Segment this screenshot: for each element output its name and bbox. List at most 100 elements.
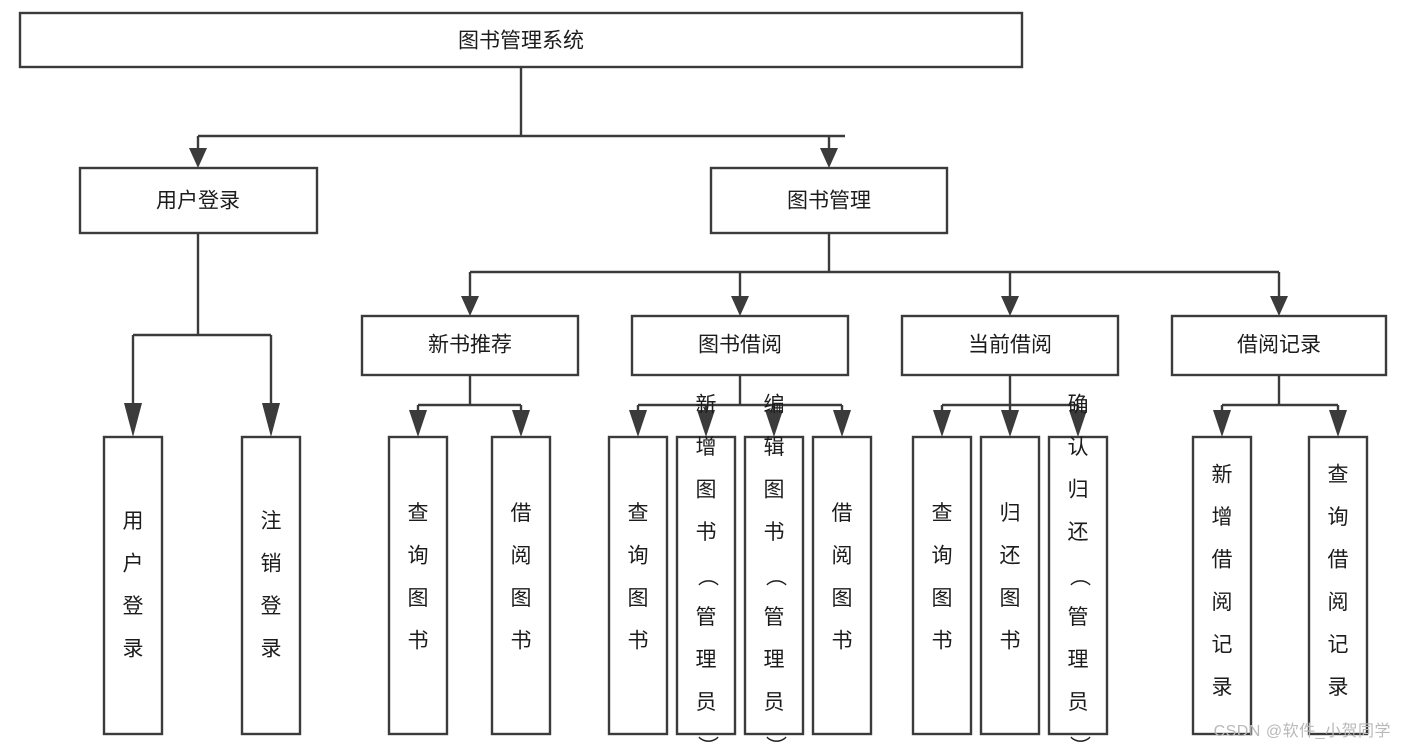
node-leaf-borrow-book-2-box[interactable] (811, 435, 873, 736)
svg-text:图: 图 (511, 587, 532, 610)
svg-text:询: 询 (1328, 506, 1349, 529)
connector-book-management-to-level3 (461, 233, 1288, 316)
node-leaf-query-record-box[interactable] (1307, 435, 1369, 736)
svg-text:录: 录 (1212, 676, 1233, 699)
node-leaf-borrow-book-1-box[interactable] (490, 435, 552, 736)
node-user-login-label: 用户登录 (156, 190, 240, 213)
node-book-borrow-label: 图书借阅 (698, 334, 782, 357)
node-user-login-box[interactable] (78, 166, 319, 235)
svg-text:增: 增 (696, 436, 717, 459)
svg-text:书: 书 (628, 629, 649, 652)
svg-text:确: 确 (1068, 394, 1089, 417)
node-new-book-recommend-box[interactable] (360, 314, 580, 377)
connector-user-login-to-leaves (124, 233, 280, 437)
arrow-to-leaf-borrow-book-2 (833, 410, 851, 437)
connector-root-to-level2 (189, 67, 845, 168)
node-leaf-user-login[interactable]: 用户登录 (102, 435, 164, 736)
svg-text:书: 书 (1000, 629, 1021, 652)
svg-text:管: 管 (696, 606, 717, 629)
svg-text:查: 查 (932, 502, 953, 525)
svg-text:员: 员 (696, 691, 717, 714)
node-user-login[interactable]: 用户登录 (78, 166, 319, 235)
node-current-borrow-box[interactable] (900, 314, 1120, 377)
arrow-to-user-login (189, 148, 207, 168)
arrow-to-borrow-record (1270, 296, 1288, 316)
node-new-book-recommend[interactable]: 新书推荐 (360, 314, 580, 377)
arrow-to-leaf-query-book-3 (933, 410, 951, 437)
svg-text:询: 询 (932, 544, 953, 567)
arrow-to-leaf-borrow-book-1 (512, 410, 530, 437)
svg-text:阅: 阅 (1212, 591, 1233, 614)
arrow-to-leaf-query-book-2 (629, 410, 647, 437)
node-root-box[interactable] (18, 11, 1024, 69)
arrow-to-leaf-confirm-return (1069, 410, 1087, 437)
node-leaf-query-book-2-box[interactable] (607, 435, 669, 736)
node-leaf-add-record-box[interactable] (1191, 435, 1253, 736)
svg-text:书: 书 (764, 521, 785, 544)
svg-text:阅: 阅 (832, 544, 853, 567)
node-borrow-record[interactable]: 借阅记录 (1170, 314, 1388, 377)
node-borrow-record-label: 借阅记录 (1237, 334, 1321, 357)
svg-text:户: 户 (123, 552, 144, 575)
node-leaf-query-book-1-box[interactable] (387, 435, 449, 736)
svg-text:阅: 阅 (511, 544, 532, 567)
svg-text:新: 新 (1212, 463, 1233, 486)
node-leaf-edit-book-box[interactable] (743, 435, 805, 736)
node-borrow-record-box[interactable] (1170, 314, 1388, 377)
svg-text:员: 员 (1068, 691, 1089, 714)
svg-text:销: 销 (261, 552, 282, 575)
arrow-to-leaf-logout-login (262, 403, 280, 437)
svg-text:图: 图 (408, 587, 429, 610)
svg-text:编: 编 (764, 394, 785, 417)
svg-text:查: 查 (1328, 463, 1349, 486)
node-current-borrow-label: 当前借阅 (968, 334, 1052, 357)
svg-text:管: 管 (1068, 606, 1089, 629)
node-book-borrow[interactable]: 图书借阅 (630, 314, 850, 377)
node-root[interactable]: 图书管理系统 (18, 11, 1024, 69)
svg-text:图: 图 (696, 479, 717, 502)
node-leaf-return-book-box[interactable] (979, 435, 1041, 736)
svg-text:增: 增 (1212, 506, 1233, 529)
svg-text:登: 登 (261, 595, 282, 618)
node-leaf-query-book-3-box[interactable] (911, 435, 973, 736)
node-book-management-box[interactable] (709, 166, 949, 235)
svg-text:借: 借 (511, 502, 532, 525)
arrow-to-leaf-edit-book (765, 410, 783, 437)
connector-new-book-recommend-to-leaves (409, 375, 530, 437)
node-current-borrow[interactable]: 当前借阅 (900, 314, 1120, 377)
node-root-label: 图书管理系统 (458, 30, 584, 53)
node-leaf-add-book-box[interactable] (675, 435, 737, 736)
node-leaf-confirm-return-box[interactable] (1047, 435, 1109, 736)
svg-text:管: 管 (764, 606, 785, 629)
svg-text:注: 注 (261, 510, 282, 533)
csdn-watermark: CSDN @软件_小贺同学 (1213, 723, 1391, 740)
node-book-management[interactable]: 图书管理 (709, 166, 949, 235)
arrow-to-new-book-recommend (461, 296, 479, 316)
node-book-borrow-box[interactable] (630, 314, 850, 377)
svg-text:理: 理 (696, 649, 717, 672)
svg-text:图: 图 (628, 587, 649, 610)
svg-text:图: 图 (832, 587, 853, 610)
svg-text:新: 新 (696, 394, 717, 417)
svg-text:认: 认 (1068, 436, 1089, 459)
svg-text:书: 书 (408, 629, 429, 652)
svg-text:书: 书 (932, 629, 953, 652)
svg-text:图: 图 (1000, 587, 1021, 610)
svg-text:）: ） (1067, 736, 1090, 747)
node-leaf-logout-login-box[interactable] (240, 435, 302, 736)
svg-text:用: 用 (123, 510, 144, 533)
node-leaf-user-login-box[interactable] (102, 435, 164, 736)
